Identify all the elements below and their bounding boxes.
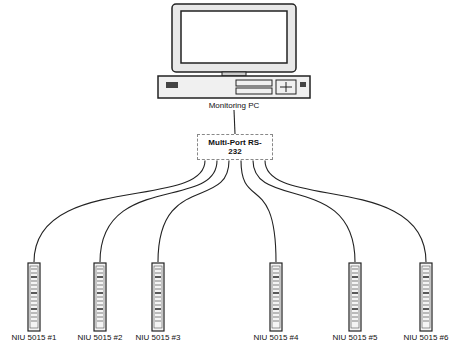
niu-device <box>419 262 433 332</box>
computer-node: Monitoring PC <box>156 2 312 110</box>
niu-device <box>348 262 362 332</box>
device-node: NIU 5015 #6 <box>396 262 456 343</box>
niu-device <box>93 262 107 332</box>
device-label: NIU 5015 #3 <box>128 334 188 343</box>
device-label: NIU 5015 #2 <box>70 334 130 343</box>
computer-label: Monitoring PC <box>156 101 312 110</box>
device-node: NIU 5015 #4 <box>246 262 306 343</box>
serial-cable <box>158 160 229 262</box>
device-label: NIU 5015 #5 <box>325 334 385 343</box>
device-node: NIU 5015 #1 <box>4 262 64 343</box>
port-box: Multi-Port RS-232 <box>197 134 273 160</box>
niu-device <box>27 262 41 332</box>
port-label: Multi-Port RS-232 <box>202 138 268 156</box>
serial-cable <box>234 110 235 134</box>
serial-cable <box>241 160 276 262</box>
niu-device <box>151 262 165 332</box>
niu-device <box>269 262 283 332</box>
device-node: NIU 5015 #5 <box>325 262 385 343</box>
serial-cable <box>253 160 355 262</box>
serial-cable <box>265 160 426 262</box>
device-label: NIU 5015 #4 <box>246 334 306 343</box>
device-node: NIU 5015 #3 <box>128 262 188 343</box>
device-node: NIU 5015 #2 <box>70 262 130 343</box>
serial-cable <box>34 160 205 262</box>
device-label: NIU 5015 #1 <box>4 334 64 343</box>
device-label: NIU 5015 #6 <box>396 334 456 343</box>
computer-illustration <box>156 2 312 100</box>
